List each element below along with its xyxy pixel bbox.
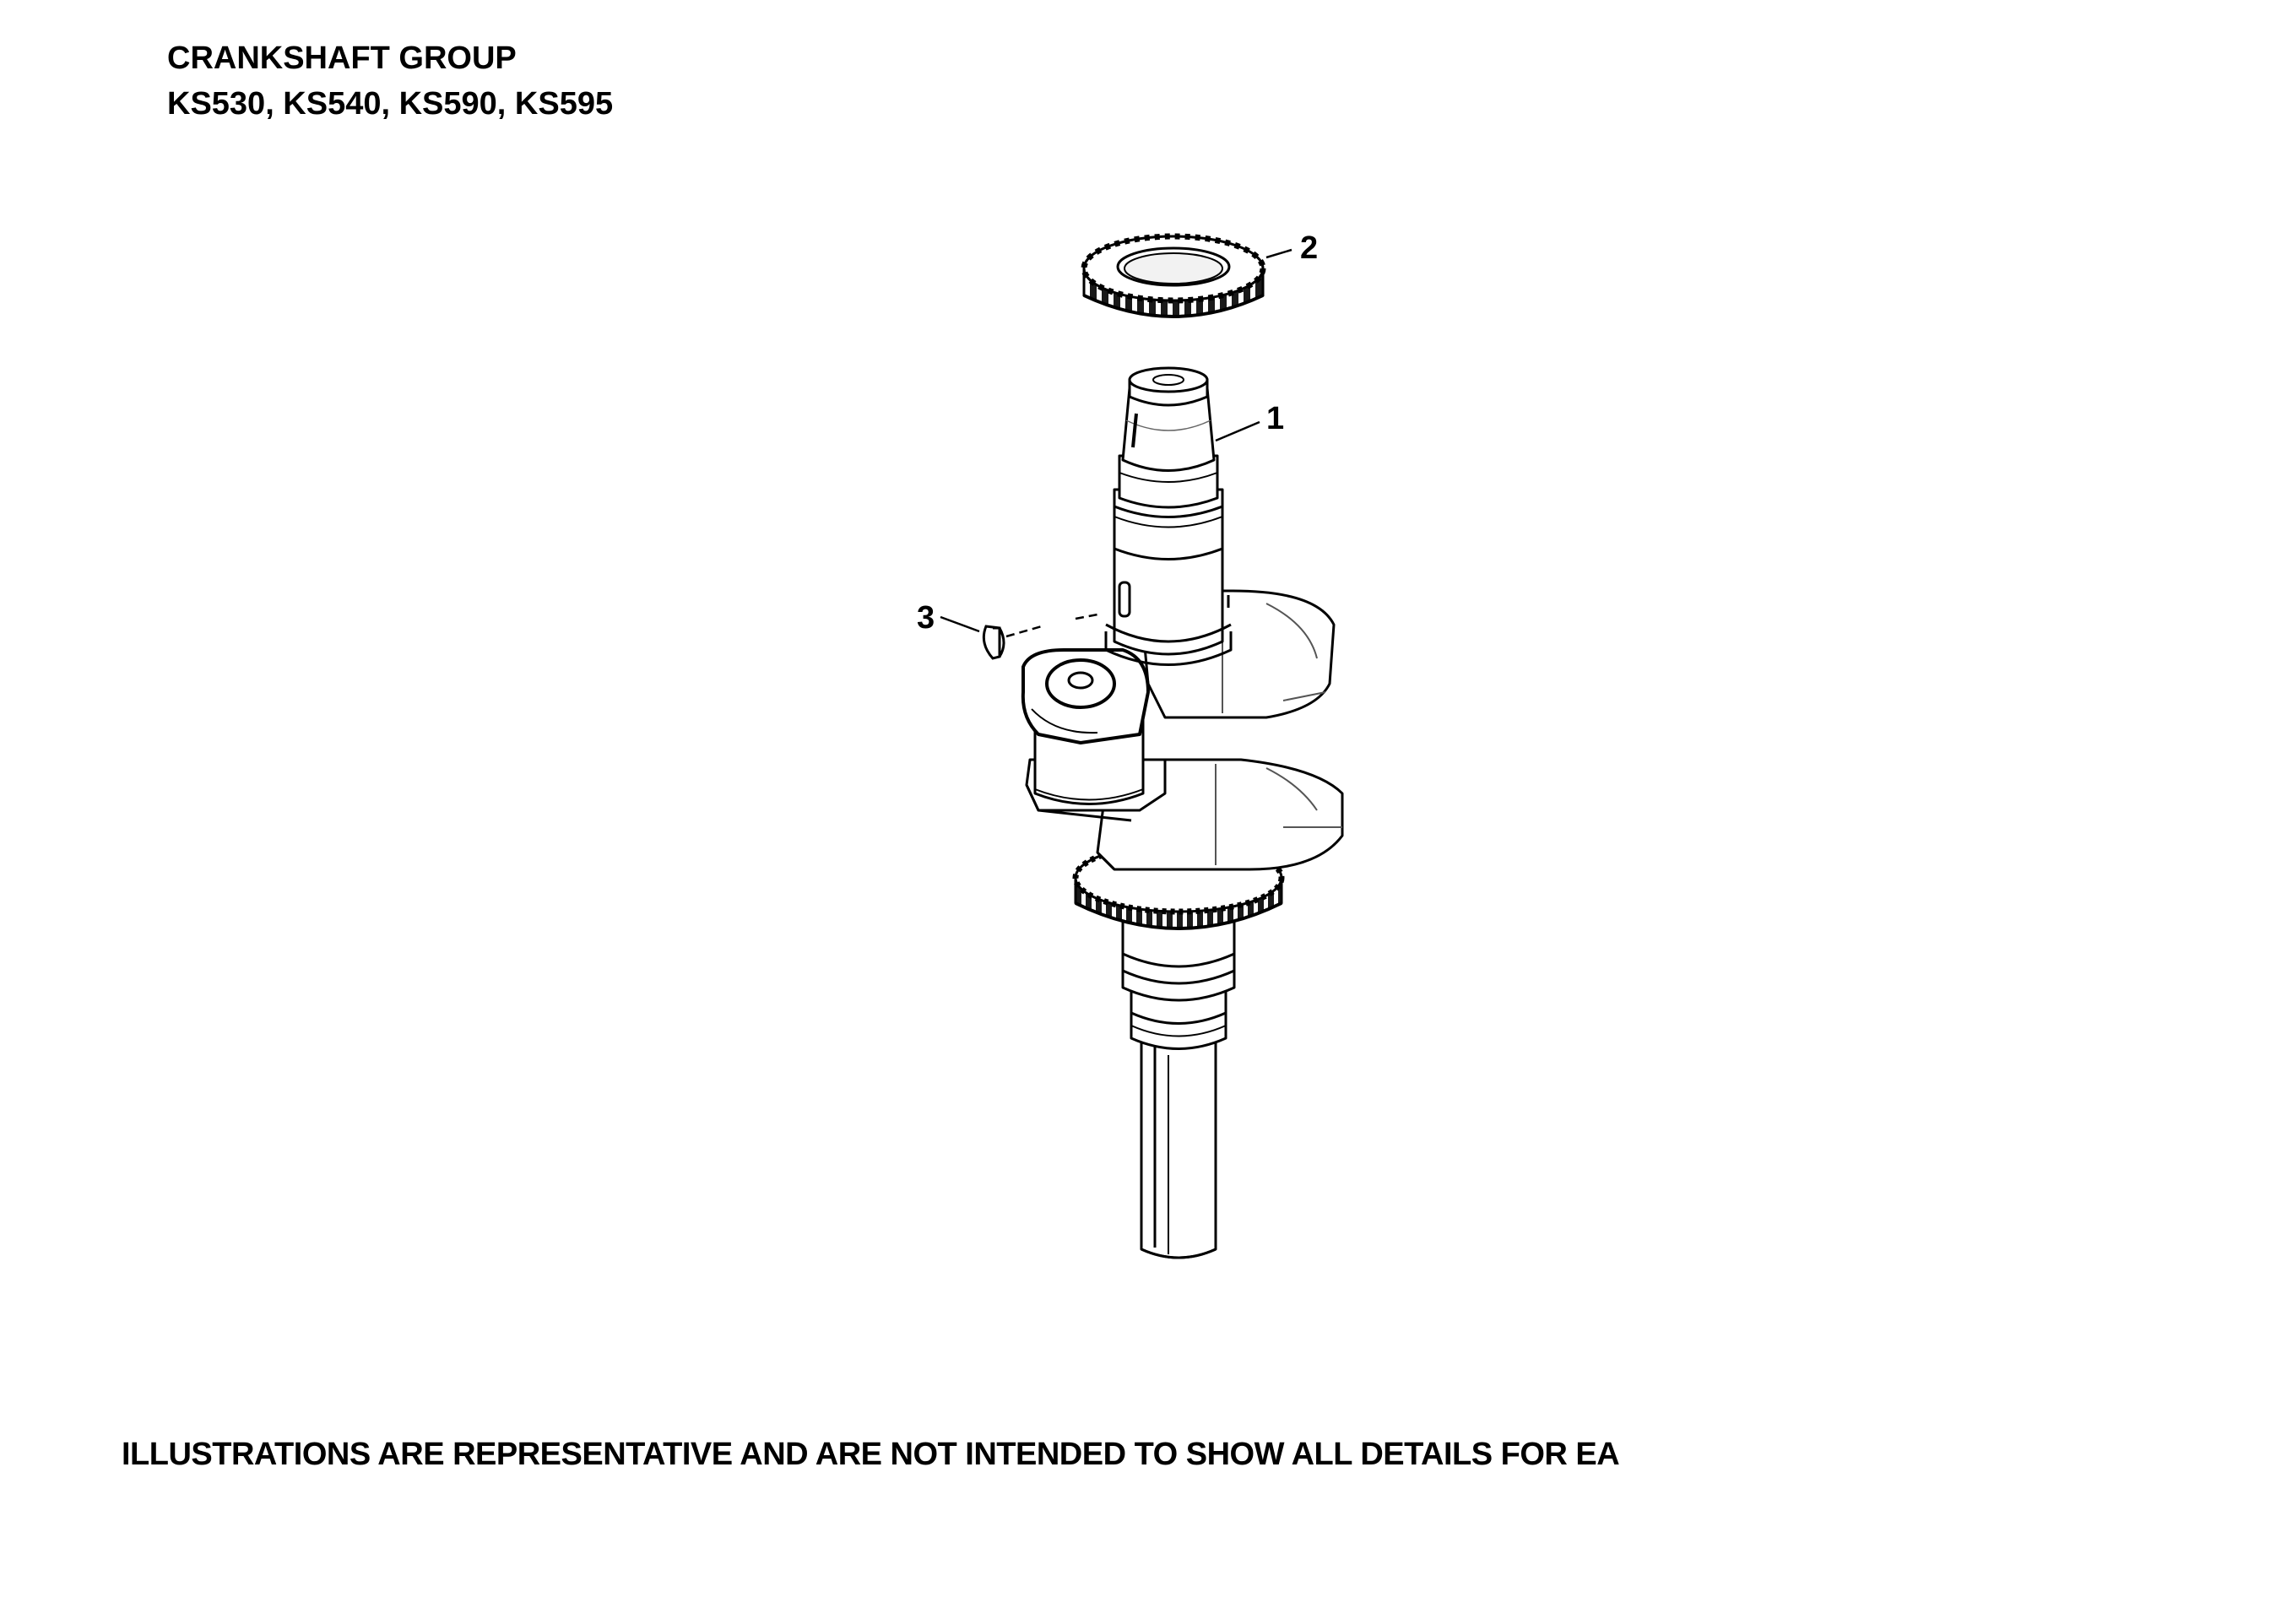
disclaimer-note: ILLUSTRATIONS ARE REPRESENTATIVE AND ARE… [122, 1437, 1620, 1472]
callout-number-1: 1 [1266, 401, 1284, 436]
leader-line-3-key [1005, 625, 1043, 638]
leader-lines [940, 248, 1292, 638]
crankshaft-part [1021, 366, 1344, 1259]
gear-part [1081, 233, 1266, 318]
leader-line-3 [940, 615, 980, 633]
leader-line-1 [1215, 420, 1260, 442]
callout-number-2: 2 [1300, 230, 1318, 266]
callout-number-3: 3 [917, 600, 935, 636]
model-list: KS530, KS540, KS590, KS595 [167, 86, 614, 122]
page-title: CRANKSHAFT GROUP [167, 41, 517, 76]
title-block: CRANKSHAFT GROUP KS530, KS540, KS590, KS… [167, 35, 613, 127]
key-part [982, 625, 1005, 660]
leader-line-3-slot [1075, 613, 1098, 620]
leader-line-2 [1265, 248, 1292, 259]
